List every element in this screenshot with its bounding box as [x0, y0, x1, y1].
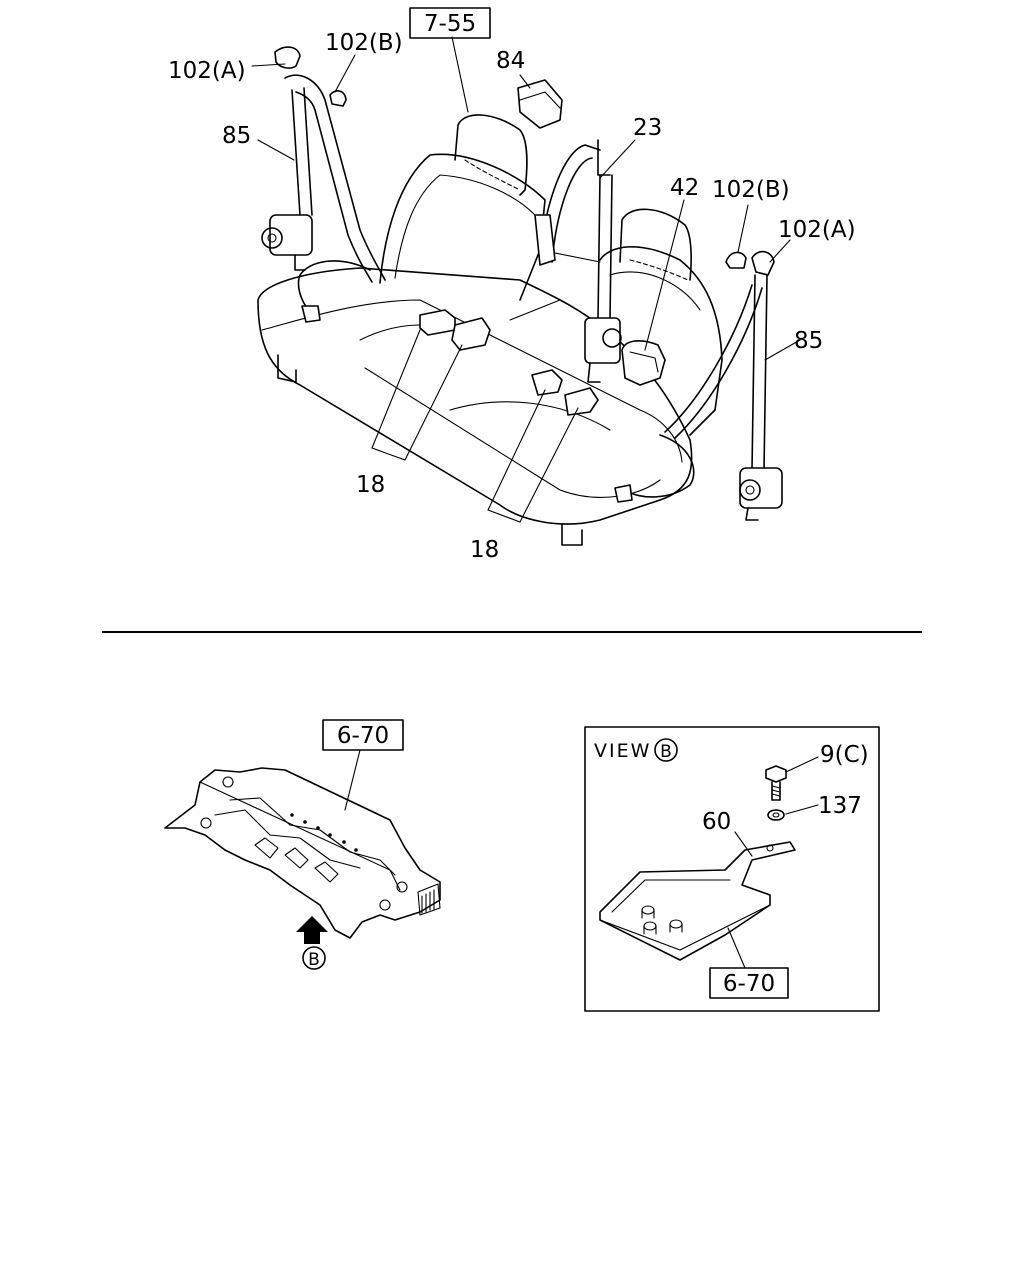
top-leader-lines [251, 36, 801, 523]
callout-23: 23 [633, 115, 662, 141]
callout-18-right: 18 [470, 537, 499, 563]
callout-42: 42 [670, 175, 699, 201]
view-marker-circle [302, 946, 326, 970]
ref-7-55: 7-55 [424, 11, 476, 37]
ref-6-70-left: 6-70 [337, 723, 389, 749]
callout-85-left: 85 [222, 123, 251, 149]
callout-85-right: 85 [794, 328, 823, 354]
callout-18-left: 18 [356, 472, 385, 498]
callout-137: 137 [818, 793, 862, 819]
view-b-frame [584, 726, 880, 1012]
bolt-part [765, 765, 787, 783]
top-callouts: 7-55 102(A) 102(B) 85 84 23 42 102(B) 10… [168, 7, 856, 563]
arrow-up-icon [296, 916, 328, 944]
callout-102b-left: 102(B) [325, 30, 403, 56]
view-b-title: VIEW [594, 740, 651, 762]
view-b-panel: VIEW B 9(C) 137 60 6-70 [584, 726, 880, 1012]
rear-seat-illustration [257, 46, 783, 546]
view-b-title-circle [654, 738, 678, 762]
callout-102a-left: 102(A) [168, 58, 246, 84]
callout-60: 60 [702, 809, 731, 835]
callout-102b-right: 102(B) [712, 177, 790, 203]
ref-box-6-70-left [322, 719, 404, 751]
callout-102a-right: 102(A) [778, 217, 856, 243]
floor-panel-illustration: B 6-70 [164, 719, 441, 970]
callout-84: 84 [496, 48, 525, 74]
ref-box-7-55 [409, 7, 491, 39]
view-marker-label: B [308, 950, 320, 970]
bracket-part [599, 841, 796, 961]
washer-part [767, 809, 785, 821]
ref-6-70-right: 6-70 [723, 971, 775, 997]
callout-9c: 9(C) [820, 742, 869, 768]
ref-box-6-70-right [709, 967, 789, 999]
view-b-title-marker: B [660, 742, 672, 762]
